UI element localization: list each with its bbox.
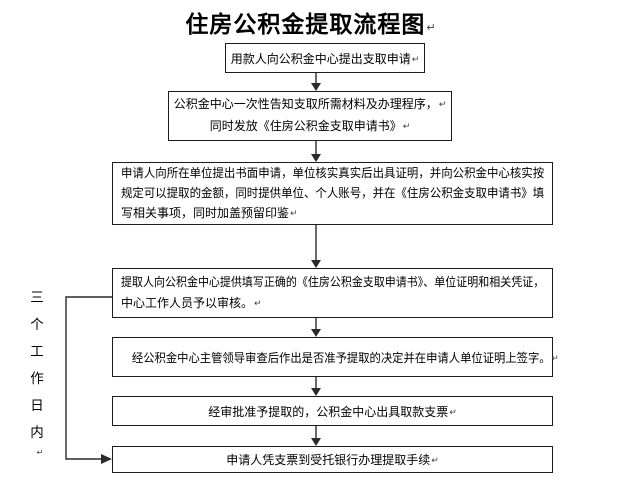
step-6-line-1: 经审批准予提取的，公积金中心出具取款支票↵ <box>113 403 552 420</box>
step-5-line-1: 经公积金中心主管领导审查后作出是否准予提取的决定并在申请人单位证明上签字。↵ <box>119 349 559 366</box>
page-title: 住房公积金提取流程图↵ <box>0 5 622 39</box>
arrow-step2-to-step3 <box>311 141 321 162</box>
side-label-char: 作 <box>30 371 44 387</box>
three-working-days-label: 三 个 工 作 日 内 ↵ <box>28 290 46 460</box>
step-7-line-1: 申请人凭支票到受托银行办理提取手续↵ <box>113 451 552 468</box>
paragraph-mark: ↵ <box>431 456 439 466</box>
arrow-step3-to-step4 <box>311 225 321 268</box>
step-4-line-1: 提取人向公积金中心提供填写正确的《住房公积金支取申请书》、单位证明和相关凭证， <box>121 272 544 293</box>
step-4-text: 中心工作人员予以审核。 <box>121 295 254 310</box>
flow-step-6: 经审批准予提取的，公积金中心出具取款支票↵ <box>112 396 553 426</box>
step-4-text: 提取人向公积金中心提供填写正确的《住房公积金支取申请书》、单位证明和相关凭证， <box>121 274 545 289</box>
arrow-step4-to-step5 <box>311 318 321 337</box>
page-title-text: 住房公积金提取流程图 <box>185 12 426 38</box>
step-3-line-2: 规定可以提取的金额，同时提供单位、个人账号，并在《住房公积金支取申请书》填 <box>121 183 544 203</box>
paragraph-mark: ↵ <box>290 209 298 219</box>
step-1-line-1: 用款人向公积金中心提出支取申请↵ <box>226 50 424 67</box>
flow-step-7: 申请人凭支票到受托银行办理提取手续↵ <box>112 446 553 473</box>
flow-step-1: 用款人向公积金中心提出支取申请↵ <box>225 43 425 73</box>
arrow-step1-to-step2 <box>311 73 321 91</box>
paragraph-mark: ↵ <box>551 353 559 364</box>
step-3-text: 写相关事项，同时加盖预留印鉴 <box>121 206 290 220</box>
step-3-text: 申请人向所在单位提出书面申请，单位核实真实后出具证明，并向公积金中心核实按 <box>121 166 545 180</box>
side-label-char: 个 <box>30 317 44 333</box>
paragraph-mark: ↵ <box>402 122 411 132</box>
side-label-char: 日 <box>30 398 44 414</box>
step-3-text: 规定可以提取的金额，同时提供单位、个人账号，并在《住房公积金支取申请书》填 <box>121 186 545 200</box>
step-2-text: 同时发放《住房公积金支取申请书》 <box>209 119 402 133</box>
step-2-line-1: 公积金中心一次性告知支取所需材料及办理程序，↵ <box>173 94 447 116</box>
paragraph-mark: ↵ <box>411 54 420 65</box>
step-3-line-1: 申请人向所在单位提出书面申请，单位核实真实后出具证明，并向公积金中心核实按 <box>121 163 544 183</box>
flow-step-5: 经公积金中心主管领导审查后作出是否准予提取的决定并在申请人单位证明上签字。↵ <box>112 337 559 377</box>
step-2-text: 公积金中心一次性告知支取所需材料及办理程序， <box>173 97 438 111</box>
step-4-line-2: 中心工作人员予以审核。↵ <box>121 293 544 315</box>
step-1-text: 用款人向公积金中心提出支取申请 <box>230 51 411 66</box>
step-7-text: 申请人凭支票到受托银行办理提取手续 <box>226 453 431 467</box>
step-3-line-3: 写相关事项，同时加盖预留印鉴↵ <box>121 203 544 224</box>
paragraph-mark: ↵ <box>36 448 44 457</box>
three-day-bracket-arrow <box>65 296 112 464</box>
flow-step-2: 公积金中心一次性告知支取所需材料及办理程序，↵ 同时发放《住房公积金支取申请书》… <box>168 91 452 141</box>
side-label-char: 三 <box>30 290 44 306</box>
flow-step-3: 申请人向所在单位提出书面申请，单位核实真实后出具证明，并向公积金中心核实按 规定… <box>112 162 553 225</box>
paragraph-mark: ↵ <box>438 100 447 110</box>
arrow-step6-to-step7 <box>311 426 321 446</box>
arrow-step5-to-step6 <box>311 377 321 396</box>
paragraph-mark: ↵ <box>426 21 437 34</box>
flow-step-4: 提取人向公积金中心提供填写正确的《住房公积金支取申请书》、单位证明和相关凭证， … <box>112 268 553 318</box>
step-5-text: 经公积金中心主管领导审查后作出是否准予提取的决定并在申请人单位证明上签字。 <box>131 350 551 365</box>
step-6-text: 经审批准予提取的，公积金中心出具取款支票 <box>208 404 449 419</box>
step-2-line-2: 同时发放《住房公积金支取申请书》↵ <box>173 116 447 138</box>
side-label-char: 内 <box>30 425 44 441</box>
side-label-char: 工 <box>30 344 44 360</box>
paragraph-mark: ↵ <box>449 407 457 418</box>
paragraph-mark: ↵ <box>254 298 262 309</box>
